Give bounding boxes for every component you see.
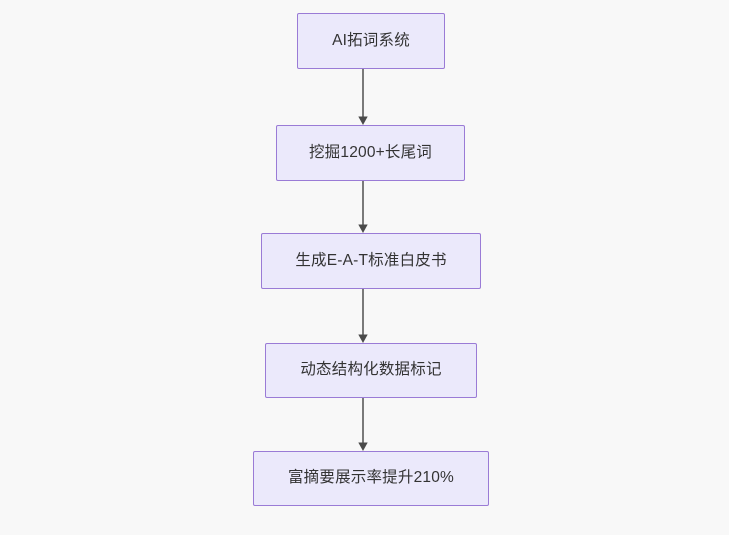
flow-node-label: AI拓词系统 xyxy=(332,31,410,49)
flow-node-label: 动态结构化数据标记 xyxy=(300,361,442,379)
flow-node-2[interactable]: 挖掘1200+长尾词 xyxy=(276,125,465,181)
flow-node-4[interactable]: 动态结构化数据标记 xyxy=(265,343,477,398)
flow-node-1[interactable]: AI拓词系统 xyxy=(297,13,445,69)
flow-node-label: 富摘要展示率提升210% xyxy=(287,469,455,487)
flow-arrow-1 xyxy=(355,69,371,125)
flow-node-5[interactable]: 富摘要展示率提升210% xyxy=(253,451,489,506)
flow-node-3[interactable]: 生成E-A-T标准白皮书 xyxy=(261,233,481,289)
flow-arrow-4 xyxy=(355,398,371,451)
flow-arrow-2 xyxy=(355,181,371,233)
flow-arrow-3 xyxy=(355,289,371,343)
flow-node-label: 挖掘1200+长尾词 xyxy=(308,143,433,161)
flow-node-label: 生成E-A-T标准白皮书 xyxy=(295,251,447,269)
